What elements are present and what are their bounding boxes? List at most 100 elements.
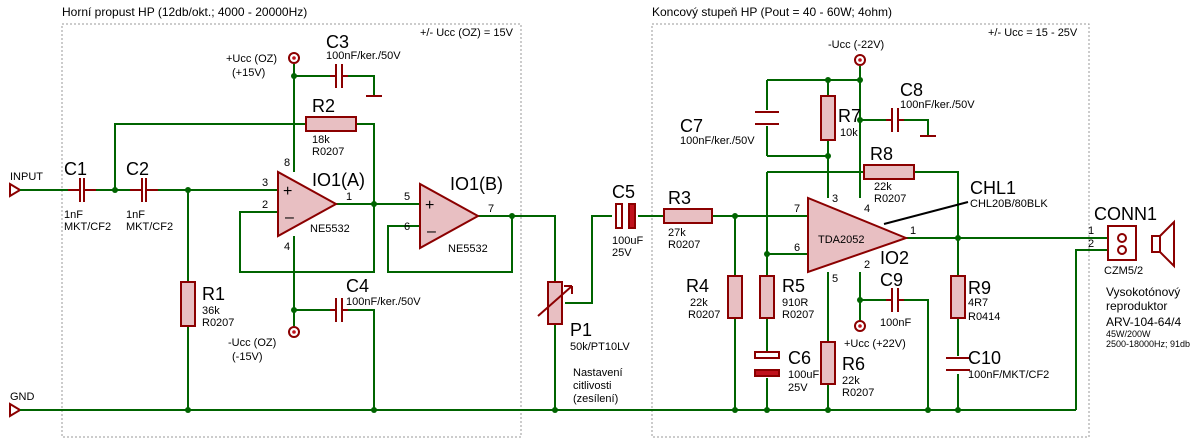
heatsink-chl1: CHL1 CHL20B/80BLK bbox=[883, 178, 1048, 225]
svg-text:IO2: IO2 bbox=[880, 248, 909, 268]
svg-text:10k: 10k bbox=[840, 127, 858, 139]
svg-text:100nF/MKT/CF2: 100nF/MKT/CF2 bbox=[968, 369, 1049, 381]
svg-text:ARV-104-64/4: ARV-104-64/4 bbox=[1106, 315, 1181, 329]
svg-text:–: – bbox=[285, 209, 294, 226]
svg-text:3: 3 bbox=[262, 177, 268, 189]
svg-text:2: 2 bbox=[1088, 238, 1094, 250]
capacitor-c8: C8 100nF/ker./50V bbox=[886, 80, 975, 137]
svg-text:NE5532: NE5532 bbox=[448, 243, 488, 255]
svg-text:2500-18000Hz; 91db: 2500-18000Hz; 91db bbox=[1106, 339, 1190, 349]
svg-text:1: 1 bbox=[910, 225, 916, 237]
svg-text:Nastavení: Nastavení bbox=[573, 367, 623, 379]
svg-text:R0207: R0207 bbox=[312, 146, 344, 158]
svg-text:+: + bbox=[283, 183, 292, 200]
svg-text:100nF/ker./50V: 100nF/ker./50V bbox=[900, 99, 975, 111]
svg-text:R1: R1 bbox=[202, 284, 225, 304]
right-section-supply: +/- Ucc = 15 - 25V bbox=[988, 27, 1078, 39]
speaker-description: Vysokotónový reproduktor ARV-104-64/4 45… bbox=[1106, 285, 1190, 349]
gnd-label: GND bbox=[10, 391, 35, 403]
svg-text:4R7: 4R7 bbox=[968, 297, 988, 309]
svg-text:+Ucc (OZ): +Ucc (OZ) bbox=[226, 53, 277, 65]
svg-text:CHL1: CHL1 bbox=[970, 178, 1016, 198]
power-amp-io2: TDA2052 IO2 7 6 1 3 4 5 2 bbox=[794, 193, 916, 285]
svg-text:5: 5 bbox=[832, 273, 838, 285]
svg-text:C10: C10 bbox=[968, 348, 1001, 368]
svg-text:–: – bbox=[427, 223, 436, 240]
svg-text:(zesílení): (zesílení) bbox=[573, 393, 618, 405]
svg-text:4: 4 bbox=[864, 203, 870, 215]
svg-text:C2: C2 bbox=[126, 159, 149, 179]
svg-text:C4: C4 bbox=[346, 276, 369, 296]
svg-text:R0207: R0207 bbox=[202, 317, 234, 329]
resistor-r5: R5 910R R0207 bbox=[759, 275, 814, 321]
svg-text:C8: C8 bbox=[900, 80, 923, 100]
svg-text:IO1(A): IO1(A) bbox=[312, 170, 365, 190]
svg-text:P1: P1 bbox=[570, 320, 592, 340]
gnd-terminal-icon bbox=[9, 402, 22, 418]
svg-text:CHL20B/80BLK: CHL20B/80BLK bbox=[970, 198, 1048, 210]
wires bbox=[20, 64, 1120, 411]
svg-text:R0207: R0207 bbox=[688, 309, 720, 321]
svg-text:22k: 22k bbox=[842, 375, 860, 387]
svg-text:100nF/ker./50V: 100nF/ker./50V bbox=[346, 296, 421, 308]
svg-text:1nF: 1nF bbox=[64, 209, 83, 221]
potentiometer-p1: P1 50k/PT10LV Nastavení citlivosti (zesí… bbox=[537, 281, 630, 405]
svg-text:R0207: R0207 bbox=[874, 193, 906, 205]
capacitor-c4: C4 100nF/ker./50V bbox=[330, 276, 421, 322]
svg-text:reproduktor: reproduktor bbox=[1106, 299, 1167, 313]
supply-vcc-oz: +Ucc (OZ) (+15V) bbox=[226, 52, 300, 79]
svg-text:910R: 910R bbox=[782, 297, 808, 309]
svg-text:MKT/CF2: MKT/CF2 bbox=[64, 221, 111, 233]
opamp-io1a: + – IO1(A) NE5532 3 2 1 8 4 bbox=[262, 157, 365, 253]
supply-vee-amp: -Ucc (-22V) bbox=[828, 39, 884, 66]
opamp-io1b: + – IO1(B) NE5532 5 6 7 bbox=[404, 174, 503, 255]
svg-text:TDA2052: TDA2052 bbox=[818, 234, 864, 246]
svg-text:45W/200W: 45W/200W bbox=[1106, 329, 1151, 339]
svg-text:C6: C6 bbox=[788, 348, 811, 368]
left-section-supply: +/- Ucc (OZ) = 15V bbox=[420, 27, 514, 39]
svg-text:18k: 18k bbox=[312, 134, 330, 146]
svg-text:R6: R6 bbox=[842, 354, 865, 374]
connector-conn1: CONN1 CZM5/2 1 2 bbox=[1088, 204, 1157, 277]
svg-text:+: + bbox=[425, 197, 434, 214]
capacitor-c9: C9 100nF bbox=[880, 270, 911, 329]
capacitor-c6: C6 100uF 25V bbox=[754, 348, 819, 394]
svg-text:1: 1 bbox=[346, 191, 352, 203]
svg-text:4: 4 bbox=[284, 241, 290, 253]
junctions bbox=[112, 73, 961, 413]
svg-text:citlivosti: citlivosti bbox=[573, 380, 612, 392]
svg-text:5: 5 bbox=[404, 191, 410, 203]
speaker-icon bbox=[1151, 219, 1175, 269]
capacitor-c10: C10 100nF/MKT/CF2 bbox=[946, 348, 1049, 381]
supply-vee-oz: -Ucc (OZ) (-15V) bbox=[228, 326, 300, 363]
svg-text:R8: R8 bbox=[870, 144, 893, 164]
svg-text:R9: R9 bbox=[968, 278, 991, 298]
svg-text:1: 1 bbox=[1088, 225, 1094, 237]
resistor-r2: R2 18k R0207 bbox=[305, 96, 357, 158]
svg-text:100nF/ker./50V: 100nF/ker./50V bbox=[680, 135, 755, 147]
svg-text:100nF/ker./50V: 100nF/ker./50V bbox=[326, 50, 401, 62]
svg-text:1nF: 1nF bbox=[126, 209, 145, 221]
svg-text:C5: C5 bbox=[612, 182, 635, 202]
capacitor-c7: C7 100nF/ker./50V bbox=[680, 111, 779, 147]
capacitor-c5: C5 100uF 25V bbox=[612, 182, 643, 259]
capacitor-c2: C2 1nF MKT/CF2 bbox=[126, 159, 173, 233]
svg-text:C1: C1 bbox=[64, 159, 87, 179]
svg-text:2: 2 bbox=[864, 259, 870, 271]
svg-text:100uF: 100uF bbox=[612, 235, 643, 247]
svg-text:6: 6 bbox=[404, 221, 410, 233]
resistor-r7: R7 10k bbox=[820, 95, 861, 141]
svg-text:7: 7 bbox=[794, 203, 800, 215]
svg-text:R7: R7 bbox=[838, 106, 861, 126]
svg-text:+Ucc (+22V): +Ucc (+22V) bbox=[844, 338, 906, 350]
supply-vcc-amp: +Ucc (+22V) bbox=[844, 320, 906, 350]
svg-text:(+15V): (+15V) bbox=[232, 67, 265, 79]
input-label: INPUT bbox=[10, 171, 43, 183]
svg-text:R4: R4 bbox=[686, 276, 709, 296]
svg-text:R0414: R0414 bbox=[968, 311, 1000, 323]
svg-text:8: 8 bbox=[284, 157, 290, 169]
svg-text:R0207: R0207 bbox=[842, 387, 874, 399]
svg-text:36k: 36k bbox=[202, 305, 220, 317]
svg-text:C3: C3 bbox=[326, 32, 349, 52]
svg-text:2: 2 bbox=[262, 199, 268, 211]
